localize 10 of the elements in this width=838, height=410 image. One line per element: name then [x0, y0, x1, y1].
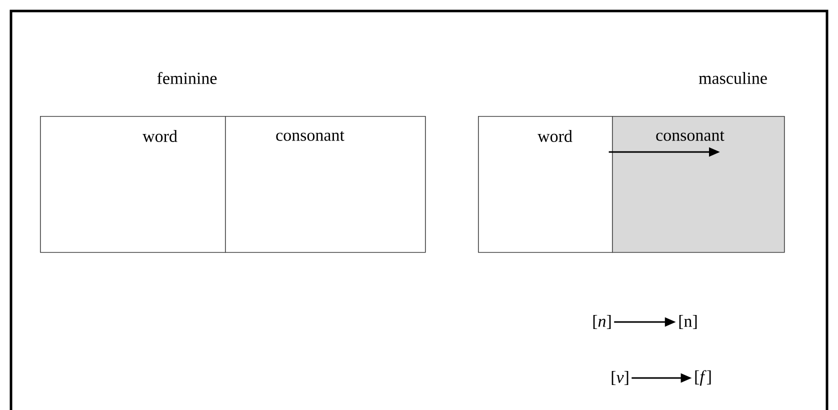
- table-cell: consonant: [612, 116, 785, 253]
- table-cell: word: [478, 116, 613, 253]
- phoneme: [f]: [695, 370, 711, 386]
- phoneme: [v]: [612, 370, 628, 386]
- phoneme: [n]: [593, 314, 611, 330]
- heading: masculine: [698, 72, 767, 84]
- table-cell: consonant: [225, 116, 426, 253]
- heading: feminine: [157, 72, 217, 84]
- phoneme: [n]: [679, 314, 697, 330]
- table-cell: word: [40, 116, 226, 253]
